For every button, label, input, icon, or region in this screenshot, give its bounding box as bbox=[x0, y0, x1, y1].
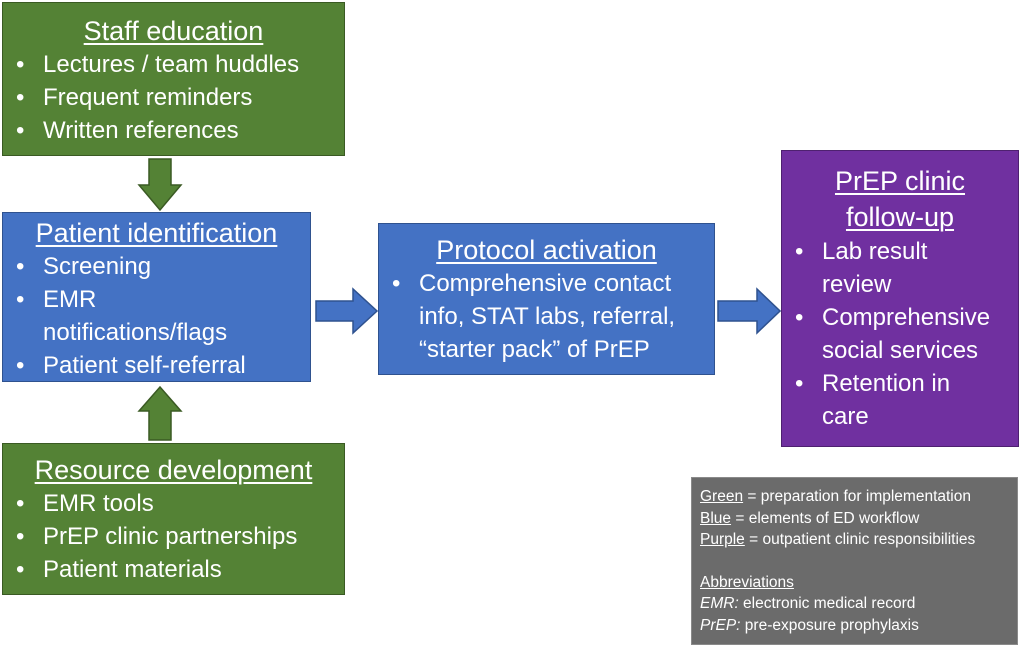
prep-clinic-title: PrEP clinic follow-up bbox=[834, 166, 966, 232]
staff-education-list: Lectures / team huddles Frequent reminde… bbox=[3, 48, 344, 147]
list-item: EMR tools bbox=[3, 487, 344, 520]
legend-row-blue: Blue = elements of ED workflow bbox=[700, 509, 920, 527]
list-item: Comprehensive contact info, STAT labs, r… bbox=[379, 267, 714, 366]
resource-development-box: Resource development EMR tools PrEP clin… bbox=[2, 443, 345, 595]
patient-identification-box: Patient identification Screening EMR not… bbox=[2, 212, 311, 382]
up-arrow-icon bbox=[137, 385, 183, 441]
prep-clinic-box: PrEP clinic follow-up Lab result review … bbox=[781, 150, 1019, 447]
protocol-activation-list: Comprehensive contact info, STAT labs, r… bbox=[379, 267, 714, 366]
down-arrow-icon bbox=[137, 158, 183, 212]
legend-row-purple: Purple = outpatient clinic responsibilit… bbox=[700, 531, 976, 548]
resource-development-list: EMR tools PrEP clinic partnerships Patie… bbox=[3, 487, 344, 586]
abbreviations-heading: Abbreviations bbox=[700, 573, 794, 591]
patient-identification-list: Screening EMR notifications/flags Patien… bbox=[3, 250, 310, 382]
staff-education-box: Staff education Lectures / team huddles … bbox=[2, 2, 345, 156]
list-item: Retention in care bbox=[782, 367, 972, 433]
patient-identification-title: Patient identification bbox=[35, 218, 278, 248]
list-item: Frequent reminders bbox=[3, 81, 344, 114]
protocol-activation-box: Protocol activation Comprehensive contac… bbox=[378, 223, 715, 375]
legend-spacer bbox=[700, 551, 1009, 572]
staff-education-title: Staff education bbox=[83, 16, 264, 46]
list-item: Patient materials bbox=[3, 553, 344, 586]
list-item: PrEP clinic partnerships bbox=[3, 520, 344, 553]
abbreviation-row: PrEP: pre-exposure prophylaxis bbox=[700, 616, 919, 634]
protocol-activation-title: Protocol activation bbox=[436, 235, 657, 265]
legend-box: Green = preparation for implementation B… bbox=[691, 477, 1018, 645]
prep-clinic-list: Lab result review Comprehensive social s… bbox=[782, 235, 1018, 433]
list-item: Lab result review bbox=[782, 235, 972, 301]
abbreviation-row: EMR: electronic medical record bbox=[700, 595, 916, 612]
right-arrow-icon bbox=[315, 287, 379, 335]
list-item: EMR notifications/flags bbox=[3, 283, 227, 349]
list-item: Patient self-referral bbox=[3, 349, 310, 382]
right-arrow-icon bbox=[717, 287, 781, 335]
list-item: Written references bbox=[3, 114, 344, 147]
list-item: Screening bbox=[3, 250, 310, 283]
legend-row-green: Green = preparation for implementation bbox=[700, 488, 971, 505]
list-item: Lectures / team huddles bbox=[3, 48, 344, 81]
list-item: Comprehensive social services bbox=[782, 301, 1018, 367]
resource-development-title: Resource development bbox=[34, 455, 313, 485]
